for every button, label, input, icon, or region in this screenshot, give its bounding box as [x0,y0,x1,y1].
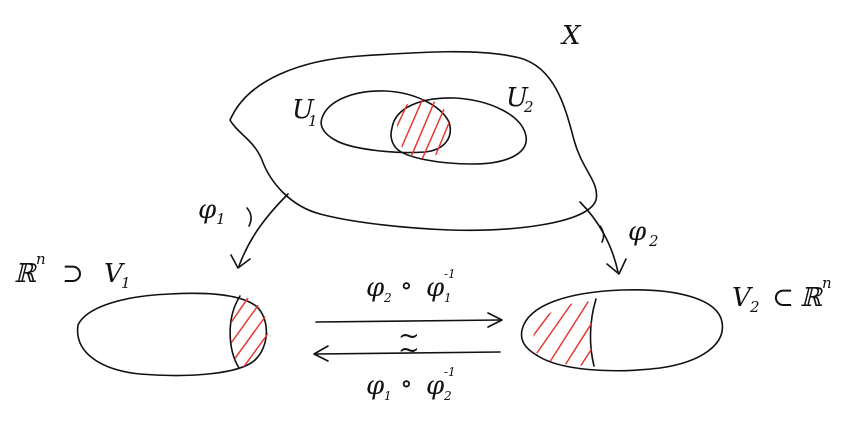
svg-text:1: 1 [121,274,131,292]
image-v1-outline [76,292,268,377]
svg-text:-1: -1 [444,365,456,379]
space-x-outline [229,50,598,232]
transition-backward-arrow [315,351,501,355]
image-v1-divider [229,295,241,369]
chart-map-1-tick [246,207,252,227]
left-space-label: ℝ n ⊃ V 1 [14,250,131,292]
svg-text:2: 2 [749,298,760,316]
hatch-line [561,309,596,366]
svg-text:2: 2 [648,232,659,250]
svg-text:1: 1 [308,112,318,130]
chart-map-2-label: φ 2 [628,217,659,250]
homeo-symbol-bottom: ~ [398,335,420,365]
hatch-line [532,299,575,361]
chart-map-1-arrowhead [230,254,251,269]
transition-backward-label: φ 1 ∘ φ 2 -1 [366,365,456,403]
svg-text:ℝ: ℝ [800,283,823,313]
open-set-u2-label: U 2 [506,83,534,116]
svg-text:φ: φ [628,217,647,247]
right-space-label: V 2 ⊂ ℝ n [732,274,832,316]
svg-text:φ: φ [366,371,385,401]
svg-text:∘: ∘ [400,369,413,399]
hatch-line [545,301,589,366]
svg-text:1: 1 [384,389,392,403]
chart-map-2-arrowhead [606,258,627,275]
hatch-line [407,98,437,159]
svg-text:φ: φ [366,273,385,303]
svg-text:V: V [732,283,753,313]
transition-backward-arrowhead [313,345,329,362]
svg-text:V: V [104,259,125,289]
svg-text:φ: φ [198,195,217,225]
hatch-line [397,98,413,151]
homeo-symbol-top: ~ [398,321,420,351]
chart-map-2-arrow [579,201,619,273]
image-v1-hatch [230,296,268,368]
svg-text:n: n [36,250,46,268]
overlap-hatch [397,98,450,159]
open-set-u1-outline [320,90,451,154]
image-v2-divider [589,298,597,367]
svg-text:n: n [822,274,832,292]
hatch-line [230,296,253,331]
svg-text:ℝ: ℝ [14,259,37,289]
svg-text:φ: φ [426,273,445,303]
hatch-line [419,99,449,159]
transition-forward-arrow [315,319,501,323]
transition-forward-arrowhead [487,312,503,328]
svg-text:2: 2 [523,98,534,116]
svg-text:φ: φ [426,371,445,401]
svg-text:⊃: ⊃ [62,259,84,289]
chart-map-2-tick [599,225,605,243]
hatch-line [577,329,596,366]
open-set-u2-outline [390,97,527,165]
chart-map-1-label: φ 1 [198,195,226,228]
image-v2-outline [520,288,724,372]
svg-text:2: 2 [383,291,392,305]
svg-text:U: U [292,95,315,125]
hatch-line [230,309,268,368]
chart-map-1-arrow [238,193,289,267]
open-set-u1-label: U 1 [292,95,318,130]
svg-text:1: 1 [216,210,226,228]
svg-text:∘: ∘ [400,271,413,301]
transition-forward-label: φ 2 ∘ φ 1 -1 [366,267,456,305]
svg-text:2: 2 [443,389,452,403]
space-x-label: X [560,21,582,51]
svg-text:U: U [506,83,529,113]
hatch-line [230,299,263,351]
svg-text:-1: -1 [444,267,456,281]
hatch-line [239,327,268,368]
hatch-line [431,105,450,159]
svg-text:1: 1 [444,291,452,305]
svg-text:⊂: ⊂ [772,283,794,313]
